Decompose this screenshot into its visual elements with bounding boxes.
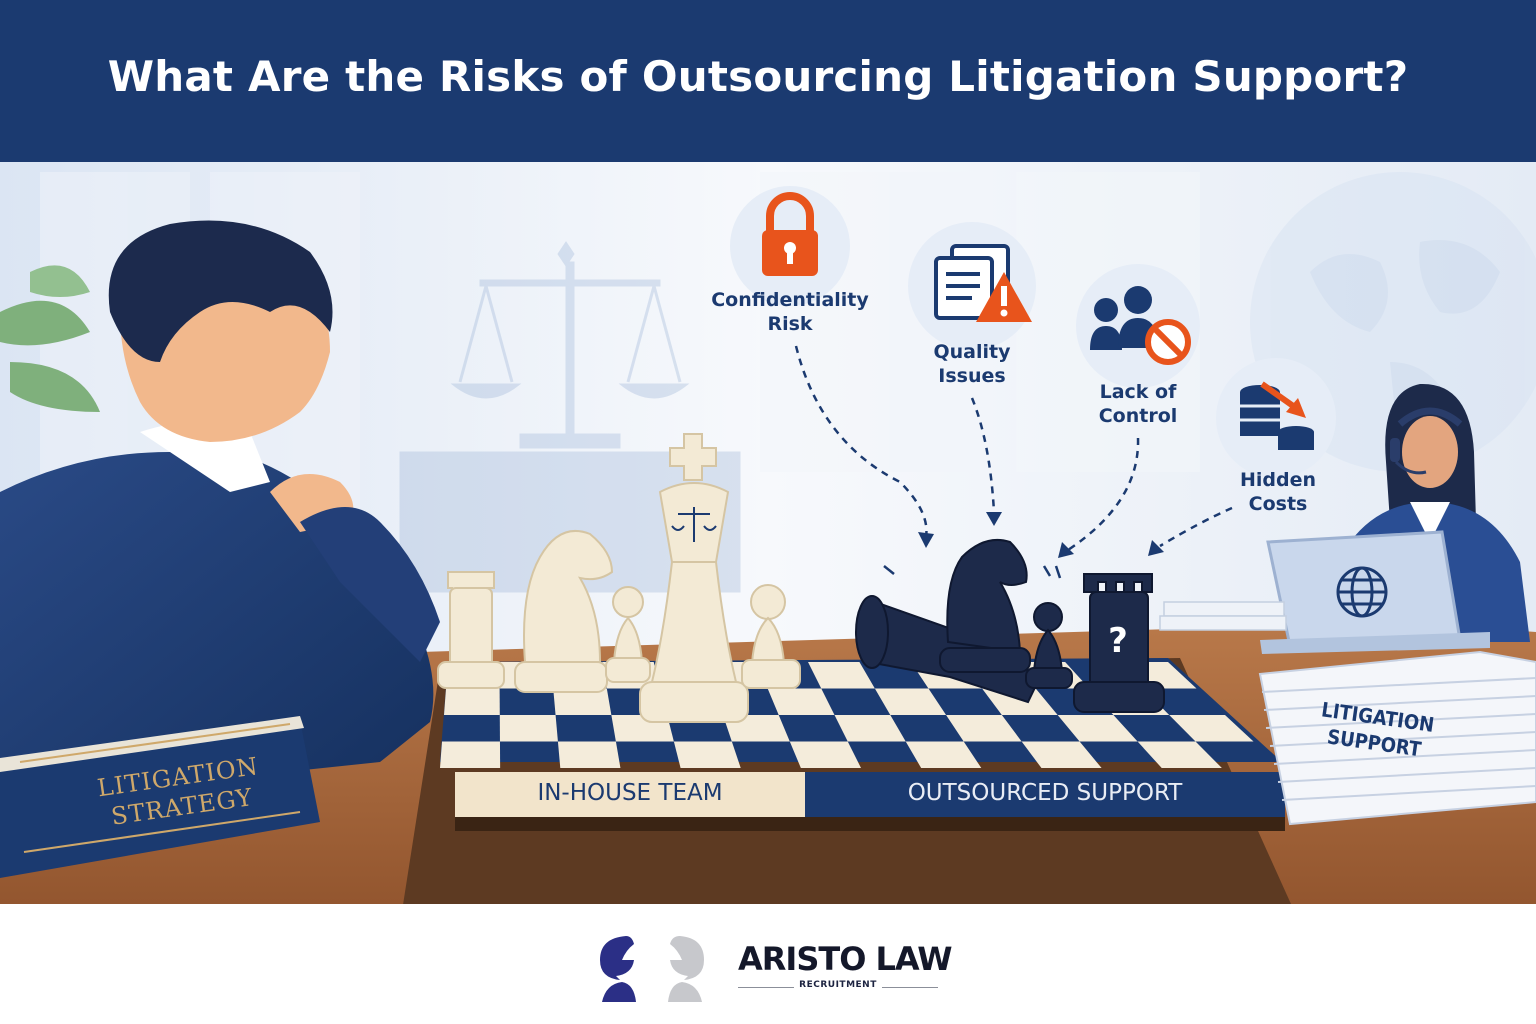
litigation-strategy-book: [0, 716, 320, 878]
plant-leaves: [0, 265, 100, 412]
board-square: [789, 741, 861, 768]
board-square: [440, 741, 501, 768]
king-scale-emblem: [671, 507, 717, 542]
board-square: [499, 715, 558, 742]
brand-name: ARISTO LAW: [738, 940, 953, 978]
risk-label-line: Lack of: [1099, 381, 1177, 403]
people-blocked-icon: [1090, 286, 1191, 365]
documents-warning-icon: [934, 244, 1032, 322]
globe-icon: [1336, 566, 1388, 618]
arrow-heads: [918, 512, 1164, 558]
tagline-rule-left: [738, 987, 794, 988]
small-paper-stack: [1159, 601, 1287, 631]
risk-label-line: Confidentiality: [711, 289, 869, 311]
tagline-rule-right: [882, 987, 938, 988]
board-square: [1057, 715, 1138, 742]
laptop: [1260, 530, 1490, 654]
risk-label-line: Risk: [767, 313, 813, 335]
impact-marks: [883, 565, 1062, 579]
risk-label-costs: Hidden Costs: [1198, 468, 1358, 516]
risk-arrows: [794, 345, 1233, 552]
businessman-figure: [0, 220, 440, 802]
board-square: [553, 688, 612, 715]
risk-label-line: Costs: [1248, 493, 1308, 515]
outsourced-support-label: OUTSOURCED SUPPORT: [907, 780, 1183, 806]
header-banner: What Are the Risks of Outsourcing Litiga…: [0, 0, 1536, 162]
board-square: [982, 688, 1058, 715]
board-square: [1021, 741, 1102, 768]
black-chess-pieces: [855, 538, 1165, 713]
risk-label-control: Lack of Control: [1058, 380, 1218, 428]
brand-tagline: RECRUITMENT: [738, 980, 938, 994]
board-square: [1169, 715, 1254, 742]
padlock-icon: [762, 192, 818, 276]
risk-label-line: Hidden: [1239, 469, 1317, 491]
board-square: [673, 741, 741, 768]
aristo-law-logo-icon: [600, 936, 704, 1002]
page-title: What Are the Risks of Outsourcing Litiga…: [107, 52, 1409, 101]
brand-subtitle: RECRUITMENT: [799, 980, 877, 990]
board-square: [874, 688, 947, 715]
litigation-support-paper-stack: [1258, 650, 1536, 826]
risk-label-line: Quality: [933, 341, 1011, 363]
footer: [0, 904, 1536, 1024]
illustration-scene: ?: [0, 162, 1536, 904]
board-square: [946, 715, 1022, 742]
in-house-team-label: IN-HOUSE TEAM: [537, 780, 723, 806]
risk-label-quality: Quality Issues: [892, 340, 1052, 388]
board-square: [905, 741, 982, 768]
board-square: [808, 662, 875, 689]
board-square: [834, 715, 906, 742]
white-chess-pieces: [437, 433, 801, 723]
board-square: [767, 688, 835, 715]
risk-label-line: Control: [1098, 405, 1178, 427]
board-square: [1137, 741, 1222, 768]
coins-down-icon: [1240, 381, 1314, 450]
risk-label-confidentiality: Confidentiality Risk: [690, 288, 890, 336]
board-square: [557, 741, 621, 768]
board-square: [444, 688, 500, 715]
rook-question-mark: ?: [1108, 621, 1128, 661]
risk-label-line: Issues: [938, 365, 1006, 387]
